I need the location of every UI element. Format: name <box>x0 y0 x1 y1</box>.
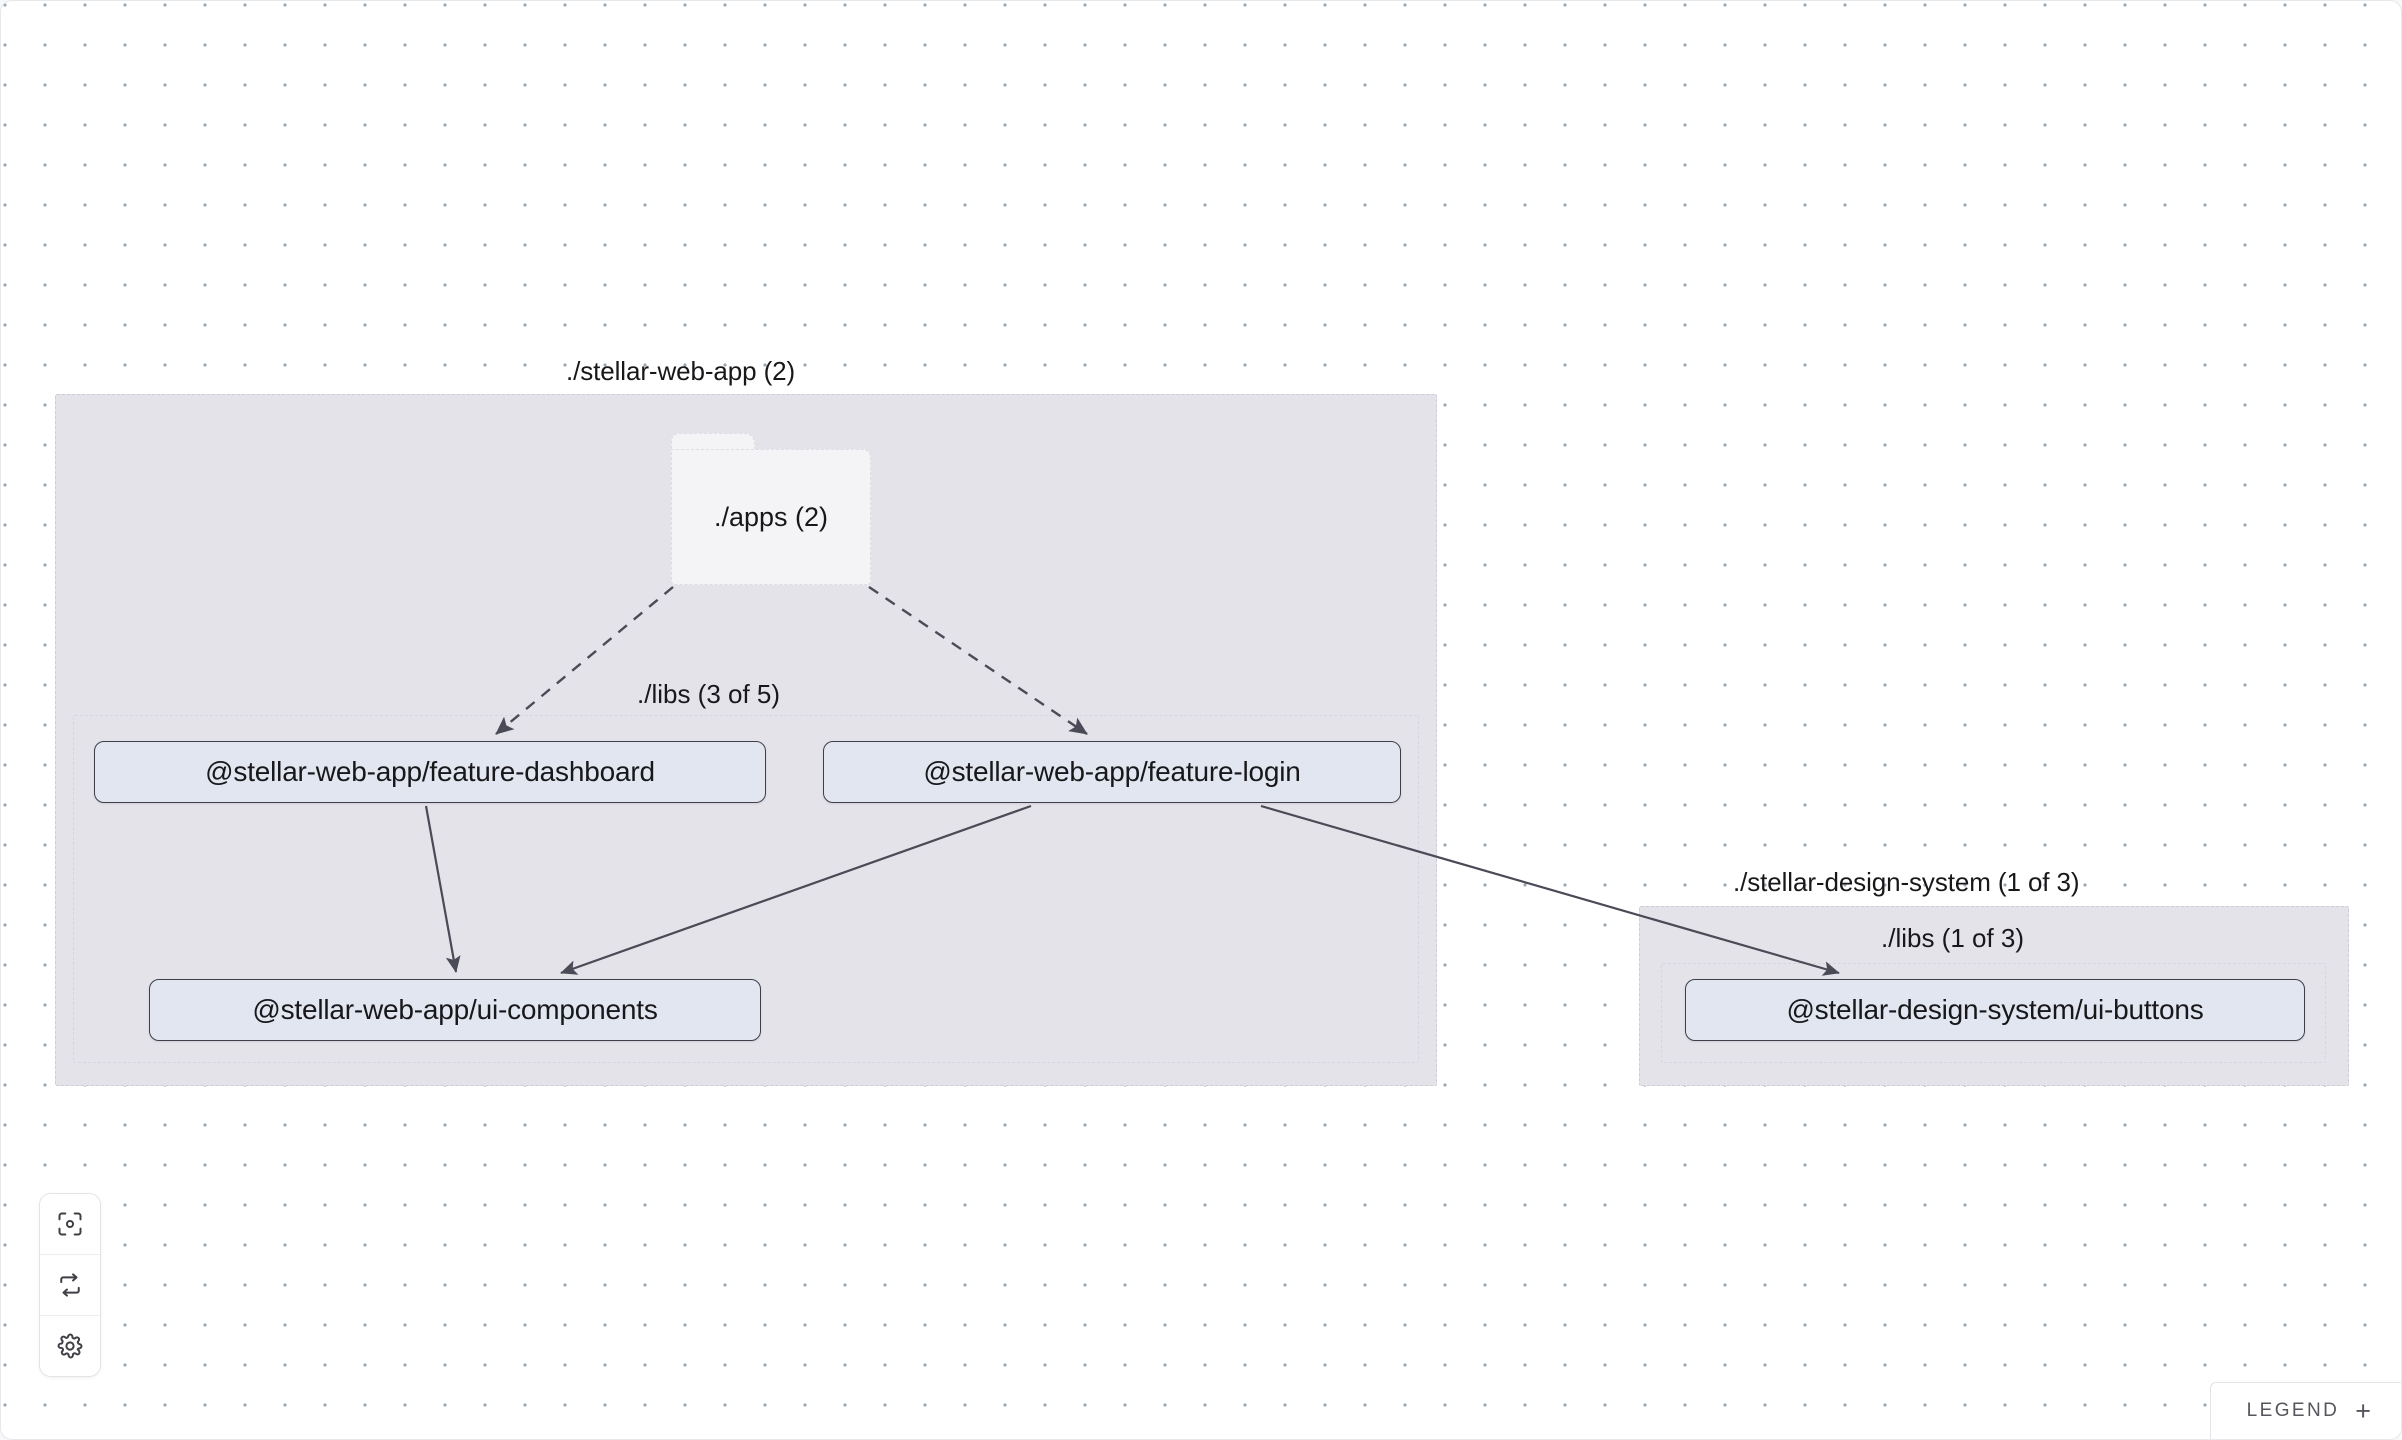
settings-button[interactable] <box>40 1316 100 1376</box>
folder-body: ./apps (2) <box>671 449 871 585</box>
node-ui-components[interactable]: @stellar-web-app/ui-components <box>149 979 761 1041</box>
legend-label: LEGEND <box>2246 1400 2340 1421</box>
group-label-stellar-web-app: ./stellar-web-app (2) <box>566 356 796 386</box>
folder-node-apps[interactable]: ./apps (2) <box>671 433 871 585</box>
folder-label: ./apps (2) <box>713 501 829 532</box>
plus-icon: + <box>2355 1395 2371 1426</box>
node-label: @stellar-web-app/feature-dashboard <box>205 756 655 787</box>
refresh-icon <box>56 1271 84 1299</box>
legend-toggle-button[interactable]: LEGEND + <box>2209 1382 2401 1439</box>
node-label: @stellar-web-app/feature-login <box>923 756 1301 787</box>
graph-toolbar <box>39 1193 101 1377</box>
node-feature-dashboard[interactable]: @stellar-web-app/feature-dashboard <box>94 741 766 803</box>
folder-tab-icon <box>671 433 755 451</box>
node-feature-login[interactable]: @stellar-web-app/feature-login <box>823 741 1401 803</box>
node-label: @stellar-design-system/ui-buttons <box>1786 994 2204 1025</box>
node-ui-buttons[interactable]: @stellar-design-system/ui-buttons <box>1685 979 2305 1041</box>
focus-graph-button[interactable] <box>40 1194 100 1255</box>
refresh-graph-button[interactable] <box>40 1255 100 1316</box>
group-label-stellar-design-system: ./stellar-design-system (1 of 3) <box>1733 867 2080 897</box>
subgroup-label-design-system-libs: ./libs (1 of 3) <box>1881 923 2025 953</box>
gear-icon <box>56 1332 84 1360</box>
focus-target-icon <box>56 1210 84 1238</box>
node-label: @stellar-web-app/ui-components <box>252 994 658 1025</box>
subgroup-design-system-libs[interactable] <box>1661 963 2326 1063</box>
subgroup-label-web-app-libs: ./libs (3 of 5) <box>637 679 781 709</box>
